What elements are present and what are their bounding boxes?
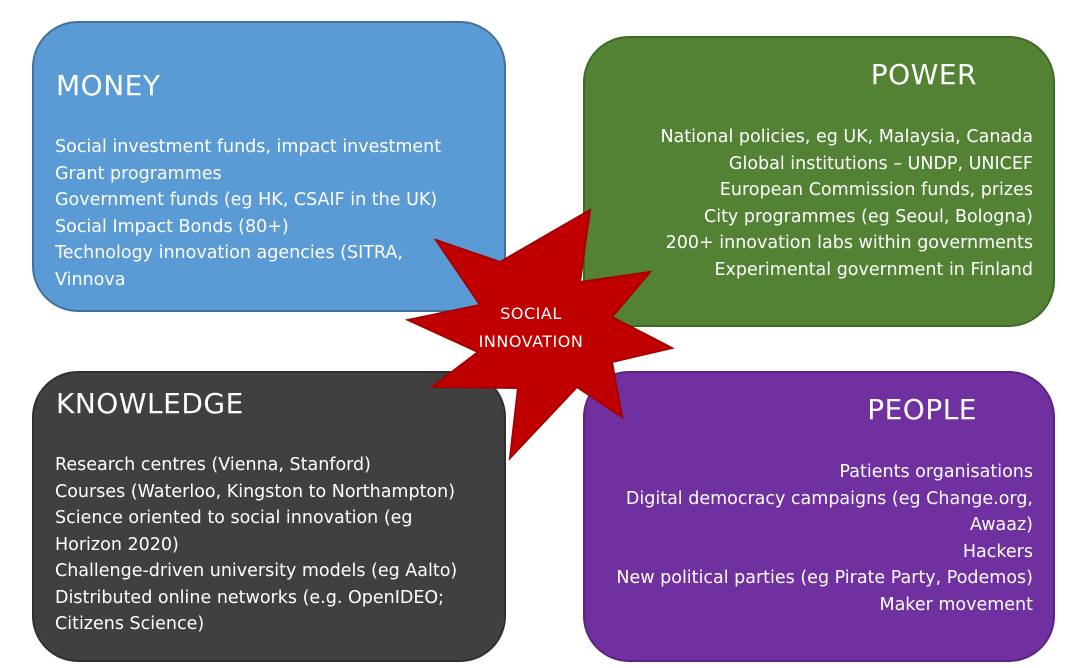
center-label: SOCIAL INNOVATION: [455, 300, 607, 356]
people-box: PEOPLE Patients organisations Digital de…: [583, 371, 1055, 662]
money-item: Vinnova: [55, 269, 126, 290]
money-box: MONEY Social investment funds, impact in…: [32, 21, 506, 312]
knowledge-box: KNOWLEDGE Research centres (Vienna, Stan…: [32, 371, 506, 662]
knowledge-item: Science oriented to social innovation (e…: [55, 508, 413, 528]
money-item: Social investment funds, impact investme…: [55, 137, 442, 157]
power-box: POWER National policies, eg UK, Malaysia…: [583, 36, 1055, 327]
money-item: Social Impact Bonds (80+): [55, 216, 289, 237]
power-list: National policies, eg UK, Malaysia, Cana…: [593, 124, 1033, 283]
knowledge-item: Challenge-driven university models (eg A…: [55, 561, 458, 581]
power-item: European Commission funds, prizes: [719, 180, 1033, 200]
people-item: Maker movement: [879, 594, 1033, 615]
power-item: 200+ innovation labs within governments: [665, 233, 1033, 253]
center-label-line2: INNOVATION: [478, 332, 584, 351]
knowledge-item: Citizens Science): [55, 614, 205, 634]
knowledge-item: Horizon 2020): [55, 534, 179, 555]
knowledge-title: KNOWLEDGE: [56, 387, 244, 420]
knowledge-item: Distributed online networks (e.g. OpenID…: [55, 587, 445, 608]
center-label-line1: SOCIAL: [500, 304, 562, 323]
money-item: Technology innovation agencies (SITRA,: [55, 243, 403, 263]
people-item: Awaaz): [969, 515, 1033, 535]
money-item: Grant programmes: [55, 163, 222, 184]
people-list: Patients organisations Digital democracy…: [593, 459, 1033, 618]
power-item: National policies, eg UK, Malaysia, Cana…: [660, 127, 1033, 147]
people-item: Hackers: [962, 541, 1033, 562]
knowledge-item: Research centres (Vienna, Stanford): [55, 455, 371, 475]
money-item: Government funds (eg HK, CSAIF in the UK…: [55, 190, 438, 210]
people-item: Digital democracy campaigns (eg Change.o…: [625, 488, 1033, 509]
money-list: Social investment funds, impact investme…: [55, 134, 465, 293]
power-item: City programmes (eg Seoul, Bologna): [703, 206, 1033, 227]
knowledge-list: Research centres (Vienna, Stanford) Cour…: [55, 452, 485, 638]
power-item: Global institutions – UNDP, UNICEF: [728, 153, 1033, 174]
knowledge-item: Courses (Waterloo, Kingston to Northampt…: [55, 481, 456, 502]
money-title: MONEY: [56, 69, 161, 102]
people-title: PEOPLE: [867, 393, 977, 426]
power-item: Experimental government in Finland: [714, 259, 1033, 280]
people-item: Patients organisations: [839, 462, 1033, 482]
people-item: New political parties (eg Pirate Party, …: [616, 568, 1033, 588]
power-title: POWER: [870, 58, 977, 91]
